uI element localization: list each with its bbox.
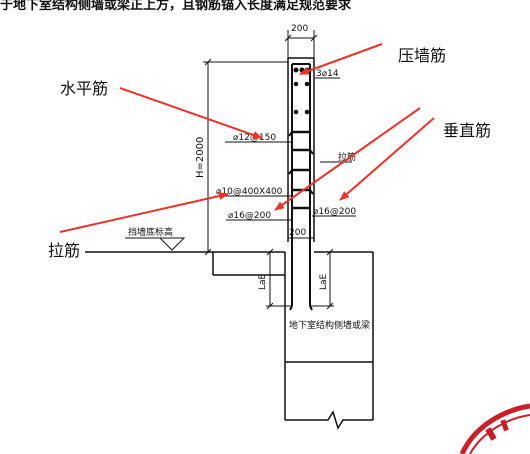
ground-level (85, 237, 213, 253)
arrow-vertical-bar-1 (274, 107, 421, 211)
callout-arrows (59, 43, 435, 233)
arrow-wall-top-bar (299, 43, 383, 75)
vertical-bar-spec-right: ⌀16@200 (313, 207, 356, 217)
bottom-dimension: 200 (289, 228, 306, 238)
arrow-horizontal-bar (119, 87, 263, 139)
vertical-bar-spec-left: ⌀16@200 (228, 211, 271, 221)
dimension-lines (203, 30, 334, 310)
tie-bar-spec: ⌀10@400X400 (216, 187, 283, 197)
header-text: 于地下室结构侧墙或梁正上方，且钢筋锚入长度满足规范要求 (0, 0, 352, 13)
top-dimension: 200 (291, 24, 308, 34)
callout-wall-top-bar: 压墙筋 (398, 46, 446, 65)
spec-leaders (215, 77, 356, 221)
base-note: 地下室结构侧墙或梁 (289, 319, 370, 331)
callout-vertical-bar: 垂直筋 (443, 121, 491, 140)
callout-tie-bar: 拉筋 (48, 241, 80, 260)
level-note: 挡墙底标高 (128, 226, 173, 238)
anchor-length-right: LaE (319, 273, 329, 290)
anchor-length-left: LaE (258, 273, 268, 290)
height-dimension: H=2000 (195, 137, 206, 178)
callout-horizontal-bar: 水平筋 (60, 79, 108, 98)
tie-note: 拉筋 (338, 151, 356, 163)
arrow-vertical-bar-2 (339, 117, 435, 201)
stamp-seal (459, 403, 530, 454)
arrow-tie-bar (59, 192, 229, 233)
top-bar-spec: 3⌀14 (316, 69, 339, 79)
base-wall (212, 251, 374, 430)
wall-body (287, 57, 315, 311)
